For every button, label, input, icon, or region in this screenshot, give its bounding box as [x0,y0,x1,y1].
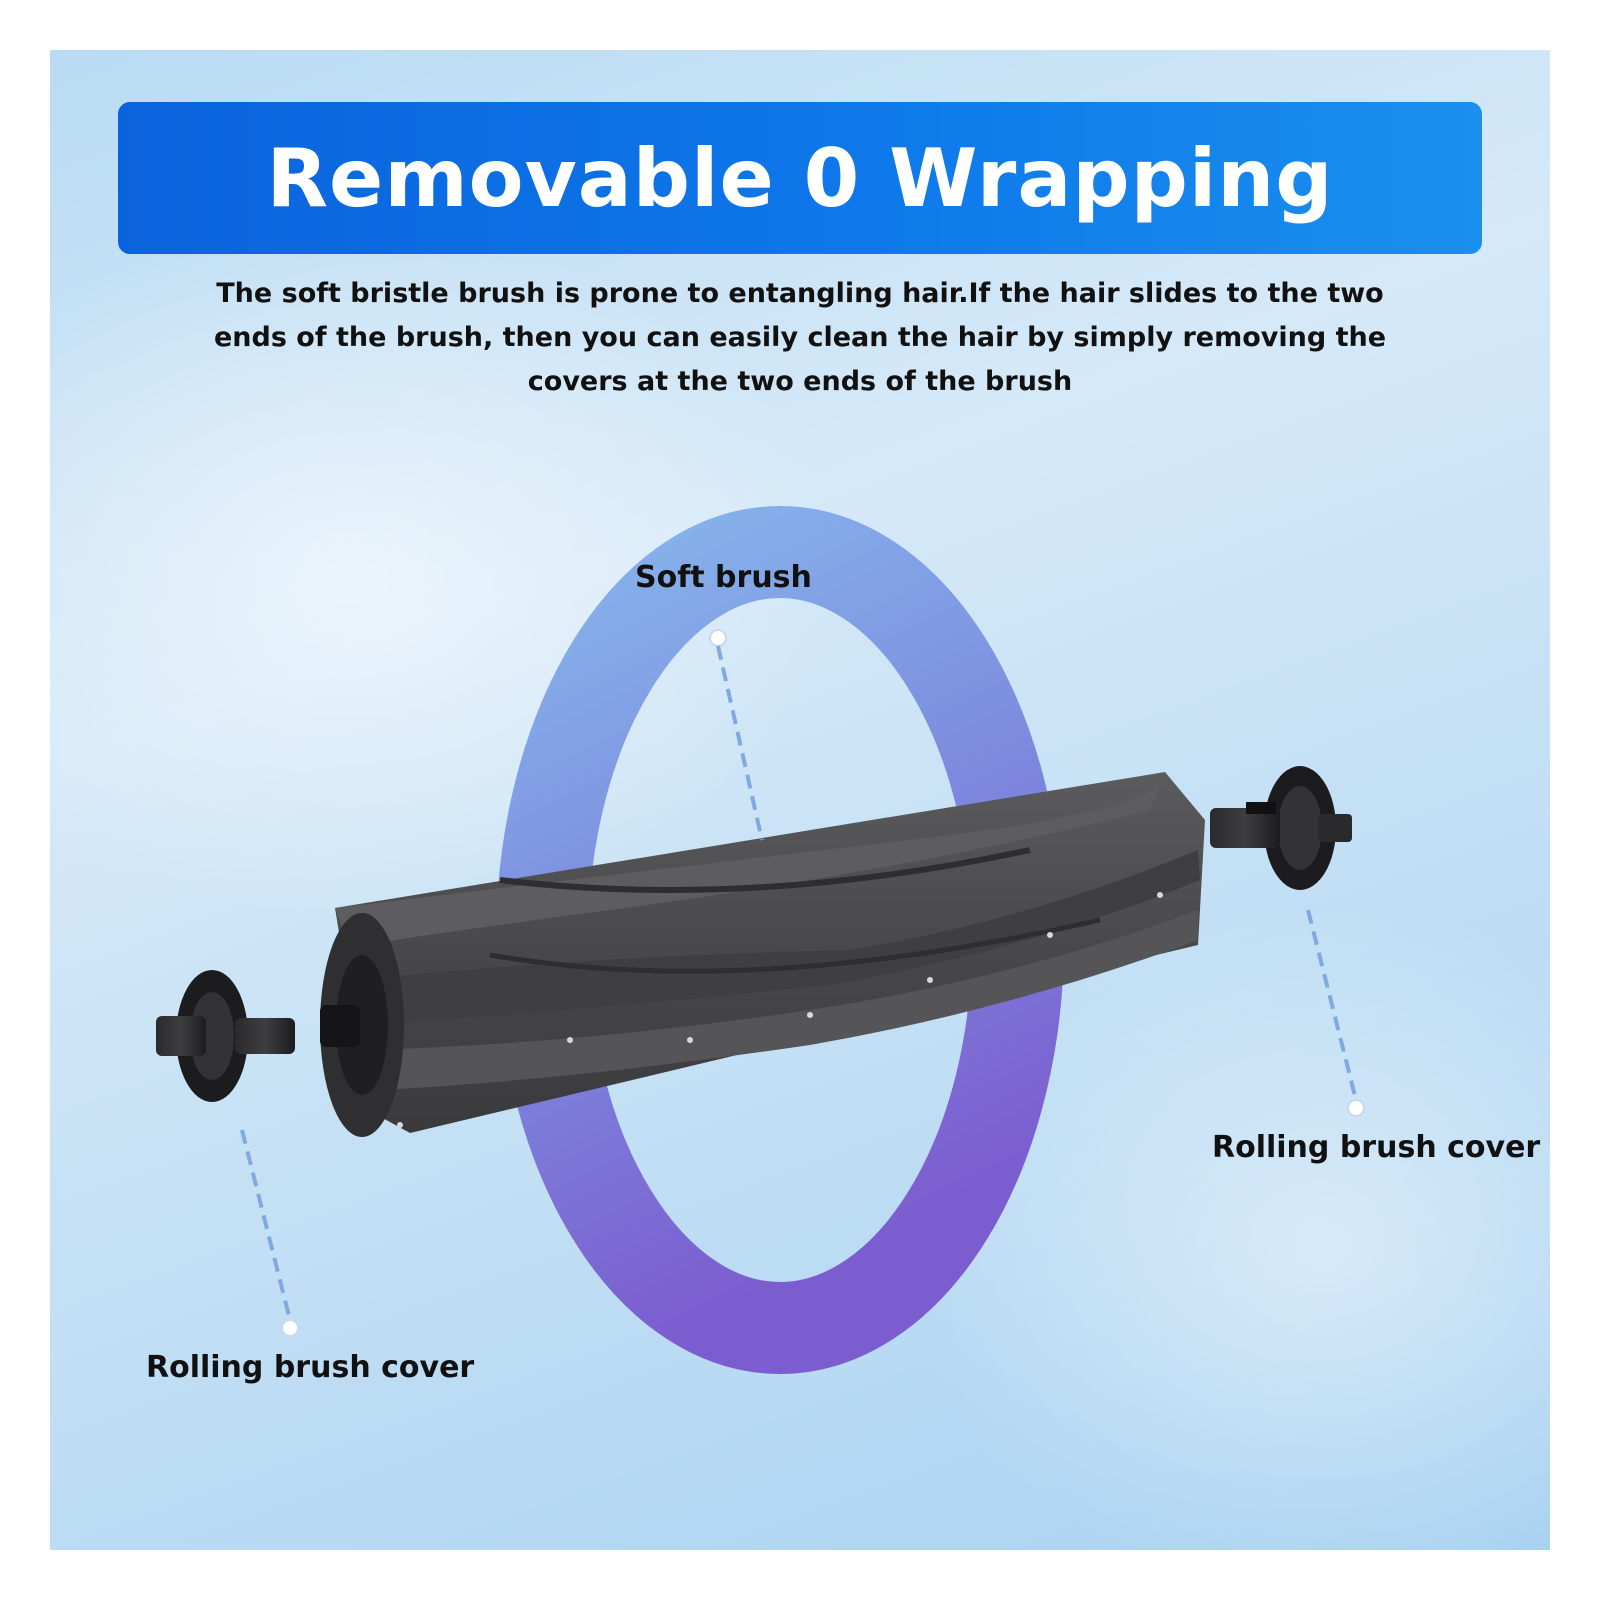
banner-title: Removable 0 Wrapping [266,131,1334,225]
callout-left-rolling-brush-cover: Rolling brush cover [146,1350,475,1385]
description-text: The soft bristle brush is prone to entan… [213,278,1387,397]
right-rolling-brush-cover [1210,766,1352,890]
product-canvas: Removable 0 Wrapping The soft bristle br… [50,50,1550,1550]
soft-brush-roller [320,772,1205,1137]
left-rolling-brush-cover [156,970,295,1102]
product-illustration [156,506,1365,1374]
callout-leader-left-cover [240,1129,299,1337]
title-banner: Removable 0 Wrapping [118,102,1482,254]
callout-leader-right-cover [1306,909,1365,1117]
callout-right-rolling-brush-cover: Rolling brush cover [1212,1130,1541,1165]
callout-soft-brush: Soft brush [635,560,812,595]
callout-leader-soft-brush [709,629,764,841]
